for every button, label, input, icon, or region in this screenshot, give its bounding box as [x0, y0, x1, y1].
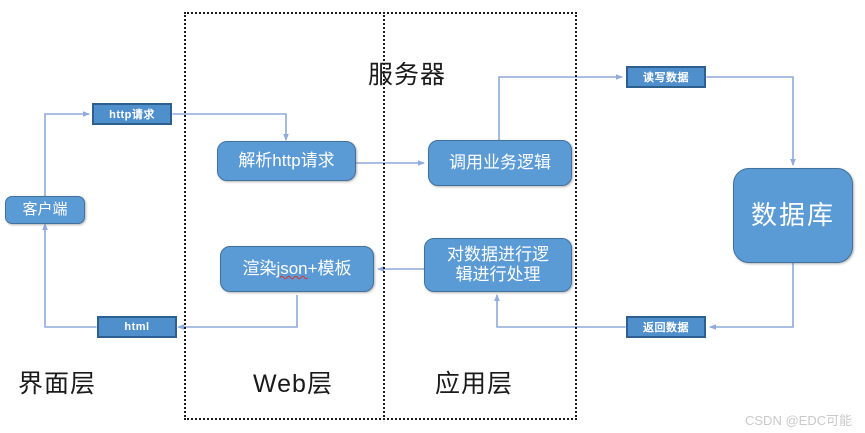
wire-db-to-return: [709, 263, 794, 330]
node-parse-http-request[interactable]: 解析http请求: [217, 141, 356, 181]
server-title: 服务器: [368, 61, 447, 89]
node-client[interactable]: 客户端: [5, 196, 85, 224]
node-process-data-logic[interactable]: 对数据进行逻 辑进行处理: [424, 238, 572, 292]
wire-readwrite-to-db: [706, 76, 796, 166]
node-call-business-logic[interactable]: 调用业务逻辑: [428, 140, 572, 186]
render-json-prefix: 渲染: [242, 259, 277, 279]
node-return-data[interactable]: 返回数据: [626, 316, 706, 338]
wire-html-to-client: [42, 223, 97, 328]
process-data-line-2: 辑进行处理: [455, 265, 541, 284]
wire-client-to-http: [44, 111, 90, 196]
process-data-line-1: 对数据进行逻: [447, 245, 549, 265]
layer-label-application: 应用层: [435, 370, 514, 398]
render-json-word: json: [276, 259, 308, 279]
node-database[interactable]: 数据库: [733, 168, 853, 263]
server-region-divider: [383, 12, 385, 420]
server-region-border: [184, 12, 577, 420]
node-http-request[interactable]: http请求: [92, 103, 172, 125]
layer-label-interface: 界面层: [18, 370, 97, 398]
watermark-text: CSDN @EDC可能: [745, 413, 853, 428]
node-read-write-data[interactable]: 读写数据: [626, 66, 706, 88]
layer-label-web: Web层: [253, 370, 333, 398]
render-json-suffix: +模板: [307, 259, 352, 279]
node-html[interactable]: html: [97, 316, 177, 338]
